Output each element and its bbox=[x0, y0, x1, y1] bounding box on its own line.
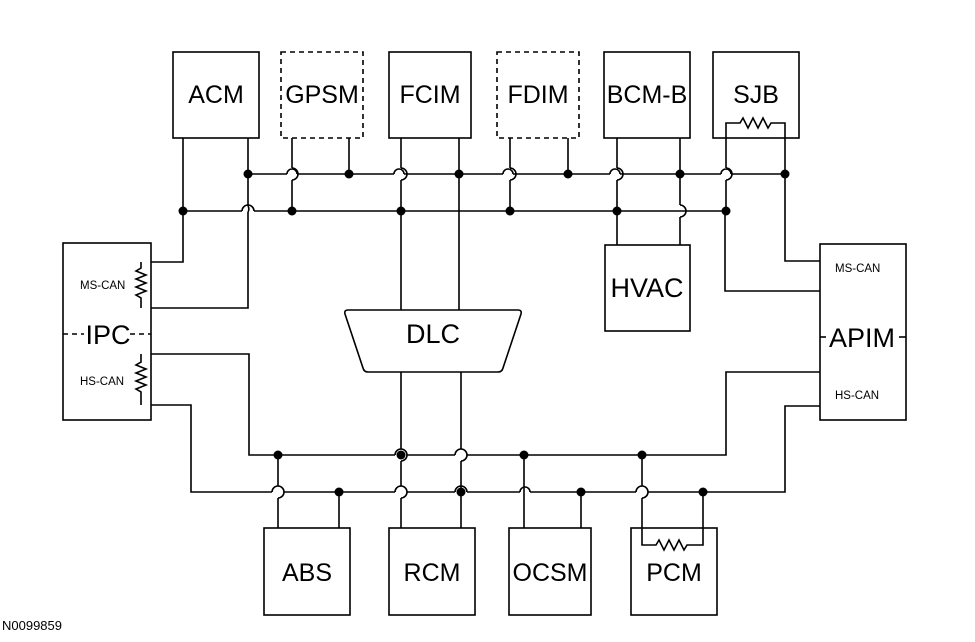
module-rcm-label: RCM bbox=[404, 559, 461, 587]
module-acm-label: ACM bbox=[188, 81, 244, 109]
apim-hs-can-label: HS-CAN bbox=[835, 390, 879, 402]
terminating-resistor-icon bbox=[725, 116, 786, 138]
apim-ms-can-label: MS-CAN bbox=[835, 263, 880, 275]
ipc-ms-can-label: MS-CAN bbox=[80, 280, 125, 292]
module-sjb-label: SJB bbox=[733, 81, 779, 109]
wire-crossover-arcs bbox=[241, 167, 733, 218]
module-gpsm: GPSM bbox=[280, 51, 364, 139]
module-sjb: SJB bbox=[712, 51, 800, 139]
ipc-ms-resistor-icon bbox=[133, 262, 149, 308]
figure-id: N0099859 bbox=[2, 618, 62, 633]
hs-can-bus-line-b bbox=[141, 404, 820, 493]
ms-can-bus-line-b bbox=[141, 210, 820, 292]
module-pcm-label: PCM bbox=[646, 559, 702, 587]
module-ocsm-label: OCSM bbox=[513, 559, 588, 587]
module-bcm-b-label: BCM-B bbox=[607, 81, 688, 109]
module-fcim-label: FCIM bbox=[399, 81, 460, 109]
hs-can-wiring bbox=[141, 353, 820, 528]
module-hvac: HVAC bbox=[604, 244, 691, 332]
junction-dots bbox=[178, 169, 790, 497]
module-rcm: RCM bbox=[388, 527, 476, 616]
pcm-terminating-resistor-icon bbox=[641, 528, 704, 552]
module-fcim: FCIM bbox=[388, 51, 472, 139]
module-fdim: FDIM bbox=[496, 51, 580, 139]
module-apim-label: APIM bbox=[829, 323, 895, 353]
module-ipc: IPC MS-CAN HS-CAN bbox=[62, 242, 152, 421]
ipc-hs-can-label: HS-CAN bbox=[80, 376, 124, 388]
module-ipc-label: IPC bbox=[85, 320, 130, 350]
module-dlc-label: DLC bbox=[406, 319, 460, 349]
hs-can-drops bbox=[277, 372, 704, 528]
module-ocsm: OCSM bbox=[508, 527, 592, 616]
module-bcm-b: BCM-B bbox=[603, 51, 691, 139]
ms-can-drops bbox=[182, 138, 786, 310]
module-dlc: DLC bbox=[344, 309, 522, 373]
hs-can-bus-line-a bbox=[141, 353, 820, 456]
hs-crossover-arcs bbox=[271, 448, 649, 499]
module-gpsm-label: GPSM bbox=[285, 81, 359, 109]
ms-can-wiring bbox=[141, 138, 820, 310]
module-abs: ABS bbox=[263, 527, 351, 616]
module-apim: APIM MS-CAN HS-CAN bbox=[819, 243, 907, 421]
ms-can-bus-line-a bbox=[141, 173, 820, 309]
module-acm: ACM bbox=[172, 51, 260, 139]
module-fdim-label: FDIM bbox=[507, 81, 568, 109]
ipc-hs-resistor-icon bbox=[133, 354, 149, 405]
module-abs-label: ABS bbox=[282, 559, 332, 587]
module-hvac-label: HVAC bbox=[610, 273, 683, 303]
module-pcm: PCM bbox=[630, 527, 718, 616]
